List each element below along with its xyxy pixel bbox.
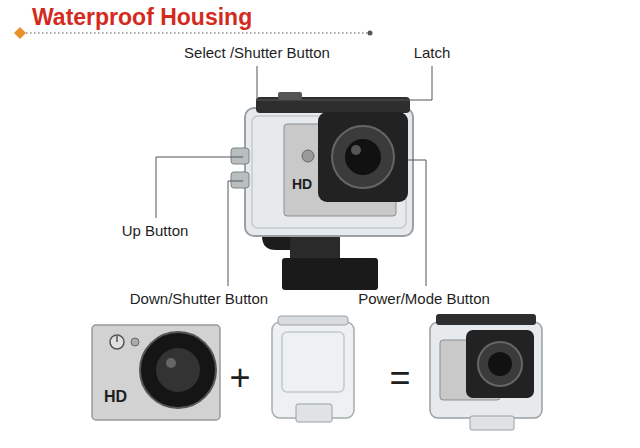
camera-body xyxy=(284,124,396,216)
status-led xyxy=(131,338,139,346)
lens xyxy=(332,126,394,188)
power-icon xyxy=(110,335,124,349)
leader-line xyxy=(228,181,243,286)
part-label: Latch xyxy=(414,44,451,61)
page-title: Waterproof Housing xyxy=(32,4,252,30)
housing-window xyxy=(282,332,344,392)
title-diamond xyxy=(14,27,26,39)
housing-latch xyxy=(278,316,348,325)
bare-lens-shine xyxy=(166,358,176,368)
housing-shell xyxy=(245,108,413,236)
mount-base xyxy=(282,258,378,290)
lens-glass xyxy=(488,352,512,376)
latch-clip xyxy=(278,92,302,100)
equals-sign: = xyxy=(389,357,410,398)
badge-text: HD xyxy=(104,388,127,406)
down-button xyxy=(231,172,249,188)
leader-line xyxy=(156,157,243,218)
leader-line xyxy=(257,66,432,100)
housing-foot xyxy=(296,404,332,422)
housed-camera xyxy=(430,322,542,418)
badge-text: HD xyxy=(292,176,312,192)
up-button xyxy=(231,148,249,164)
part-label: Up Button xyxy=(122,222,189,239)
leader-line xyxy=(408,160,426,286)
lens-frame xyxy=(318,112,408,202)
part-label: Select /Shutter Button xyxy=(184,44,330,61)
housing-foot xyxy=(470,416,514,430)
lens-shine xyxy=(351,145,361,155)
bare-camera xyxy=(92,325,220,420)
title-rule xyxy=(22,32,368,34)
housing-latch xyxy=(436,314,536,325)
part-label: Down/Shutter Button xyxy=(130,290,268,307)
power-icon xyxy=(116,336,118,342)
rule-dot xyxy=(368,31,373,36)
plus-sign: + xyxy=(229,357,250,398)
lens-glass xyxy=(345,139,381,175)
lens-frame xyxy=(466,330,534,398)
lens xyxy=(478,342,522,386)
bare-lens-glass xyxy=(156,348,200,392)
select-button xyxy=(302,150,314,162)
part-label: Power/Mode Button xyxy=(358,290,490,307)
bare-lens xyxy=(140,332,216,408)
